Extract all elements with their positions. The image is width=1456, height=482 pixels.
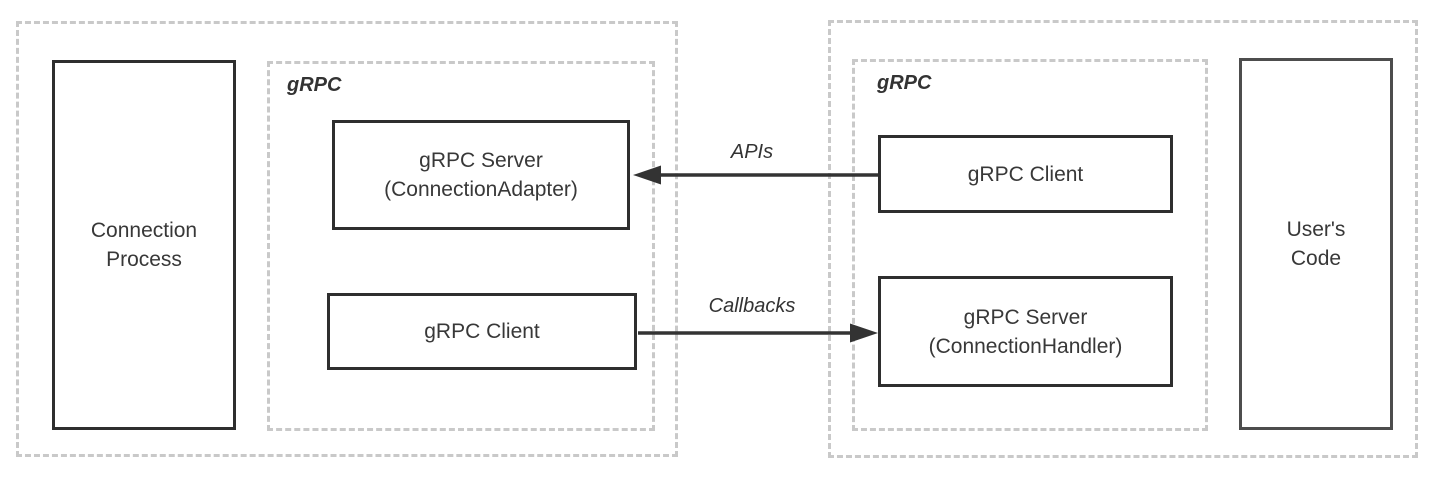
- right-user-container: [828, 20, 1418, 458]
- left-grpc-group-label: gRPC: [287, 74, 342, 96]
- right-grpc-group-label: gRPC: [877, 72, 932, 94]
- left-grpc-group: [267, 61, 655, 431]
- right-grpc-client-box: gRPC Client: [878, 135, 1173, 213]
- left-process-container: [16, 21, 678, 457]
- left-grpc-client-box: gRPC Client: [327, 293, 637, 370]
- callbacks-arrow-label: Callbacks: [708, 295, 796, 317]
- apis-arrow-label: APIs: [730, 141, 774, 163]
- connection-process-box: Connection Process: [52, 60, 236, 430]
- grpc-server-connection-handler-box: gRPC Server (ConnectionHandler): [878, 276, 1173, 387]
- grpc-server-connection-adapter-box: gRPC Server (ConnectionAdapter): [332, 120, 630, 230]
- right-grpc-group: [852, 59, 1208, 431]
- users-code-box: User's Code: [1239, 58, 1393, 430]
